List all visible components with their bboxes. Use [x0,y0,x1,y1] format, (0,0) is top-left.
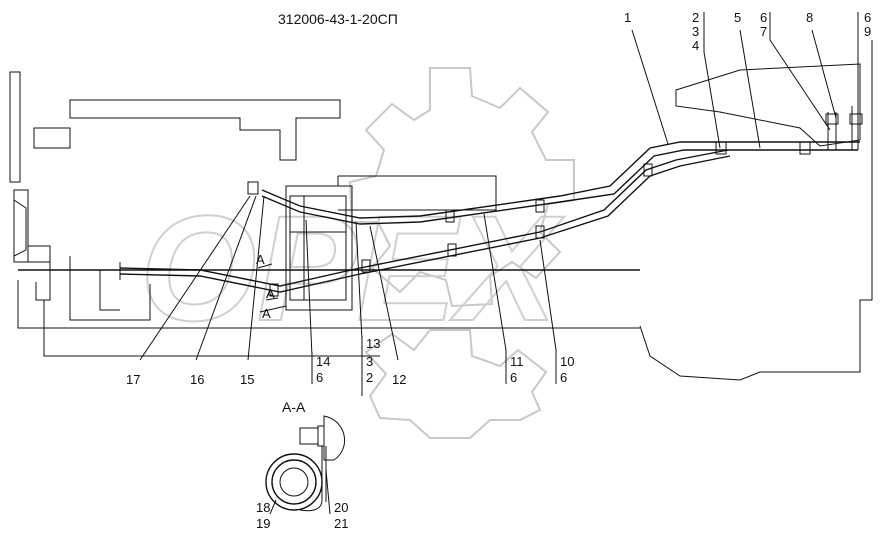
top-cover [675,63,861,147]
pipe-clamps [247,113,863,297]
callout-3b: 3 [366,354,373,369]
callout-11: 11 [510,354,524,369]
callout-13: 13 [366,336,380,351]
callout-6e: 6 [560,370,567,385]
callout-19: 19 [256,516,270,531]
callout-12: 12 [392,372,406,387]
callout-3: 3 [692,24,699,39]
callout-6b: 6 [864,10,871,25]
callout-18: 18 [256,500,270,515]
callout-5: 5 [734,10,741,25]
callout-9: 9 [864,24,871,39]
callout-6c: 6 [316,370,323,385]
callout-4: 4 [692,38,699,53]
callout-8: 8 [806,10,813,25]
callout-21: 21 [334,516,348,531]
callout-10: 10 [560,354,574,369]
callout-2: 2 [692,10,699,25]
callout-20: 20 [334,500,348,515]
callout-1: 1 [624,10,631,25]
section-marker-lower: А [262,306,271,321]
section-label: А-А [282,399,306,415]
section-marker-upper: А [256,252,265,267]
leader-lines [139,12,859,396]
section-arrows: А А А [256,252,287,321]
callout-14: 14 [316,354,330,369]
callout-6d: 6 [510,370,517,385]
section-detail: А-А 18 19 20 21 [256,399,348,531]
callout-15: 15 [240,372,254,387]
section-marker-middle: А [266,286,275,301]
callout-2b: 2 [366,370,373,385]
drawing-number: 312006-43-1-20СП [278,11,398,27]
chassis-outline [9,40,873,381]
callouts: 1 2 3 4 5 6 7 8 6 9 17 16 15 14 6 13 3 2… [126,10,871,387]
callout-16: 16 [190,372,204,387]
callout-6a: 6 [760,10,767,25]
callout-7: 7 [760,24,767,39]
callout-17: 17 [126,372,140,387]
